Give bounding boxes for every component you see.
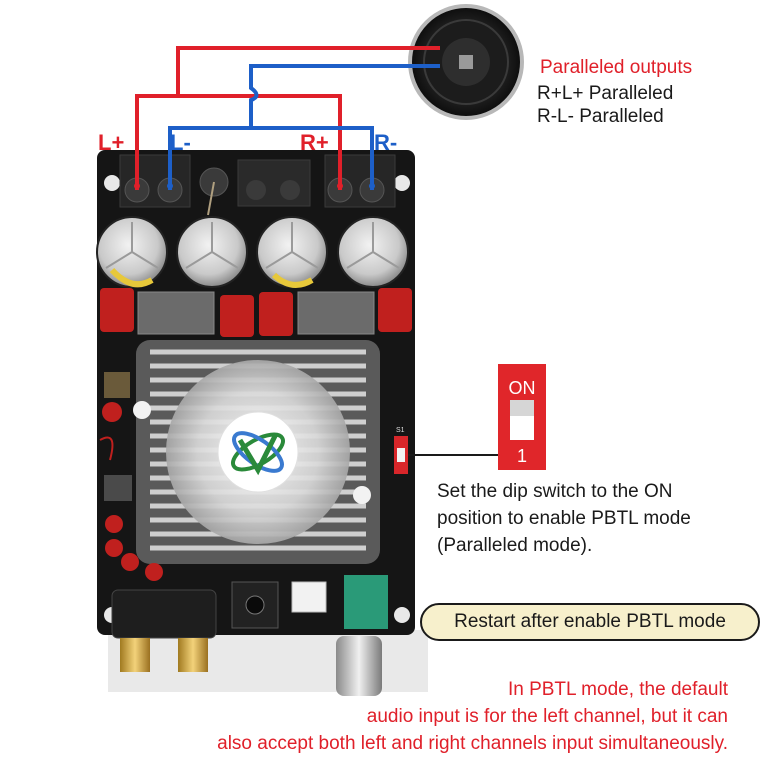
mount-hole: [394, 607, 410, 623]
wire-end: [167, 183, 173, 189]
label-l-plus: L+: [98, 130, 125, 155]
output-terminal-left: [119, 154, 191, 208]
wire-end: [337, 183, 343, 189]
capacitor-row: [96, 216, 409, 288]
board-switch-label: S1: [396, 427, 405, 434]
input-connectors: [111, 575, 388, 696]
dip-description-line-3: (Paralleled mode).: [437, 535, 593, 556]
dip-number-label: 1: [517, 446, 527, 466]
label-r-minus: R-: [374, 130, 398, 155]
paralleled-line-1: R+L+ Paralleled: [537, 83, 674, 104]
output-terminal-right: [324, 154, 396, 208]
wire-end: [369, 183, 375, 189]
pbtl-note-line-2: audio input is for the left channel, but…: [366, 706, 728, 727]
red-wires: [135, 46, 440, 190]
paralleled-line-2: R-L- Paralleled: [537, 106, 664, 127]
pbtl-note-line-3: also accept both left and right channels…: [217, 733, 728, 754]
dip-description-line-1: Set the dip switch to the ON: [437, 481, 673, 502]
wire-end: [134, 183, 140, 189]
dip-description-line-2: position to enable PBTL mode: [437, 508, 691, 529]
blue-wires: [168, 64, 440, 190]
label-l-minus: L-: [170, 130, 191, 155]
pbtl-note-line-1: In PBTL mode, the default: [507, 679, 728, 700]
power-terminal: [199, 159, 311, 216]
mount-hole: [104, 175, 120, 191]
mount-hole: [394, 175, 410, 191]
restart-note: Restart after enable PBTL mode: [420, 603, 760, 641]
dip-on-label: ON: [509, 378, 536, 398]
heat-sink: [133, 340, 380, 564]
board-dip-switch: S1: [394, 427, 408, 474]
logo-icon: [231, 431, 285, 476]
small-components-left: [99, 372, 163, 581]
speaker-icon: [408, 4, 524, 120]
paralleled-title: Paralleled outputs: [540, 57, 693, 78]
dip-switch-zoom: [498, 364, 546, 470]
filter-components: [100, 288, 412, 337]
label-r-plus: R+: [300, 130, 329, 155]
